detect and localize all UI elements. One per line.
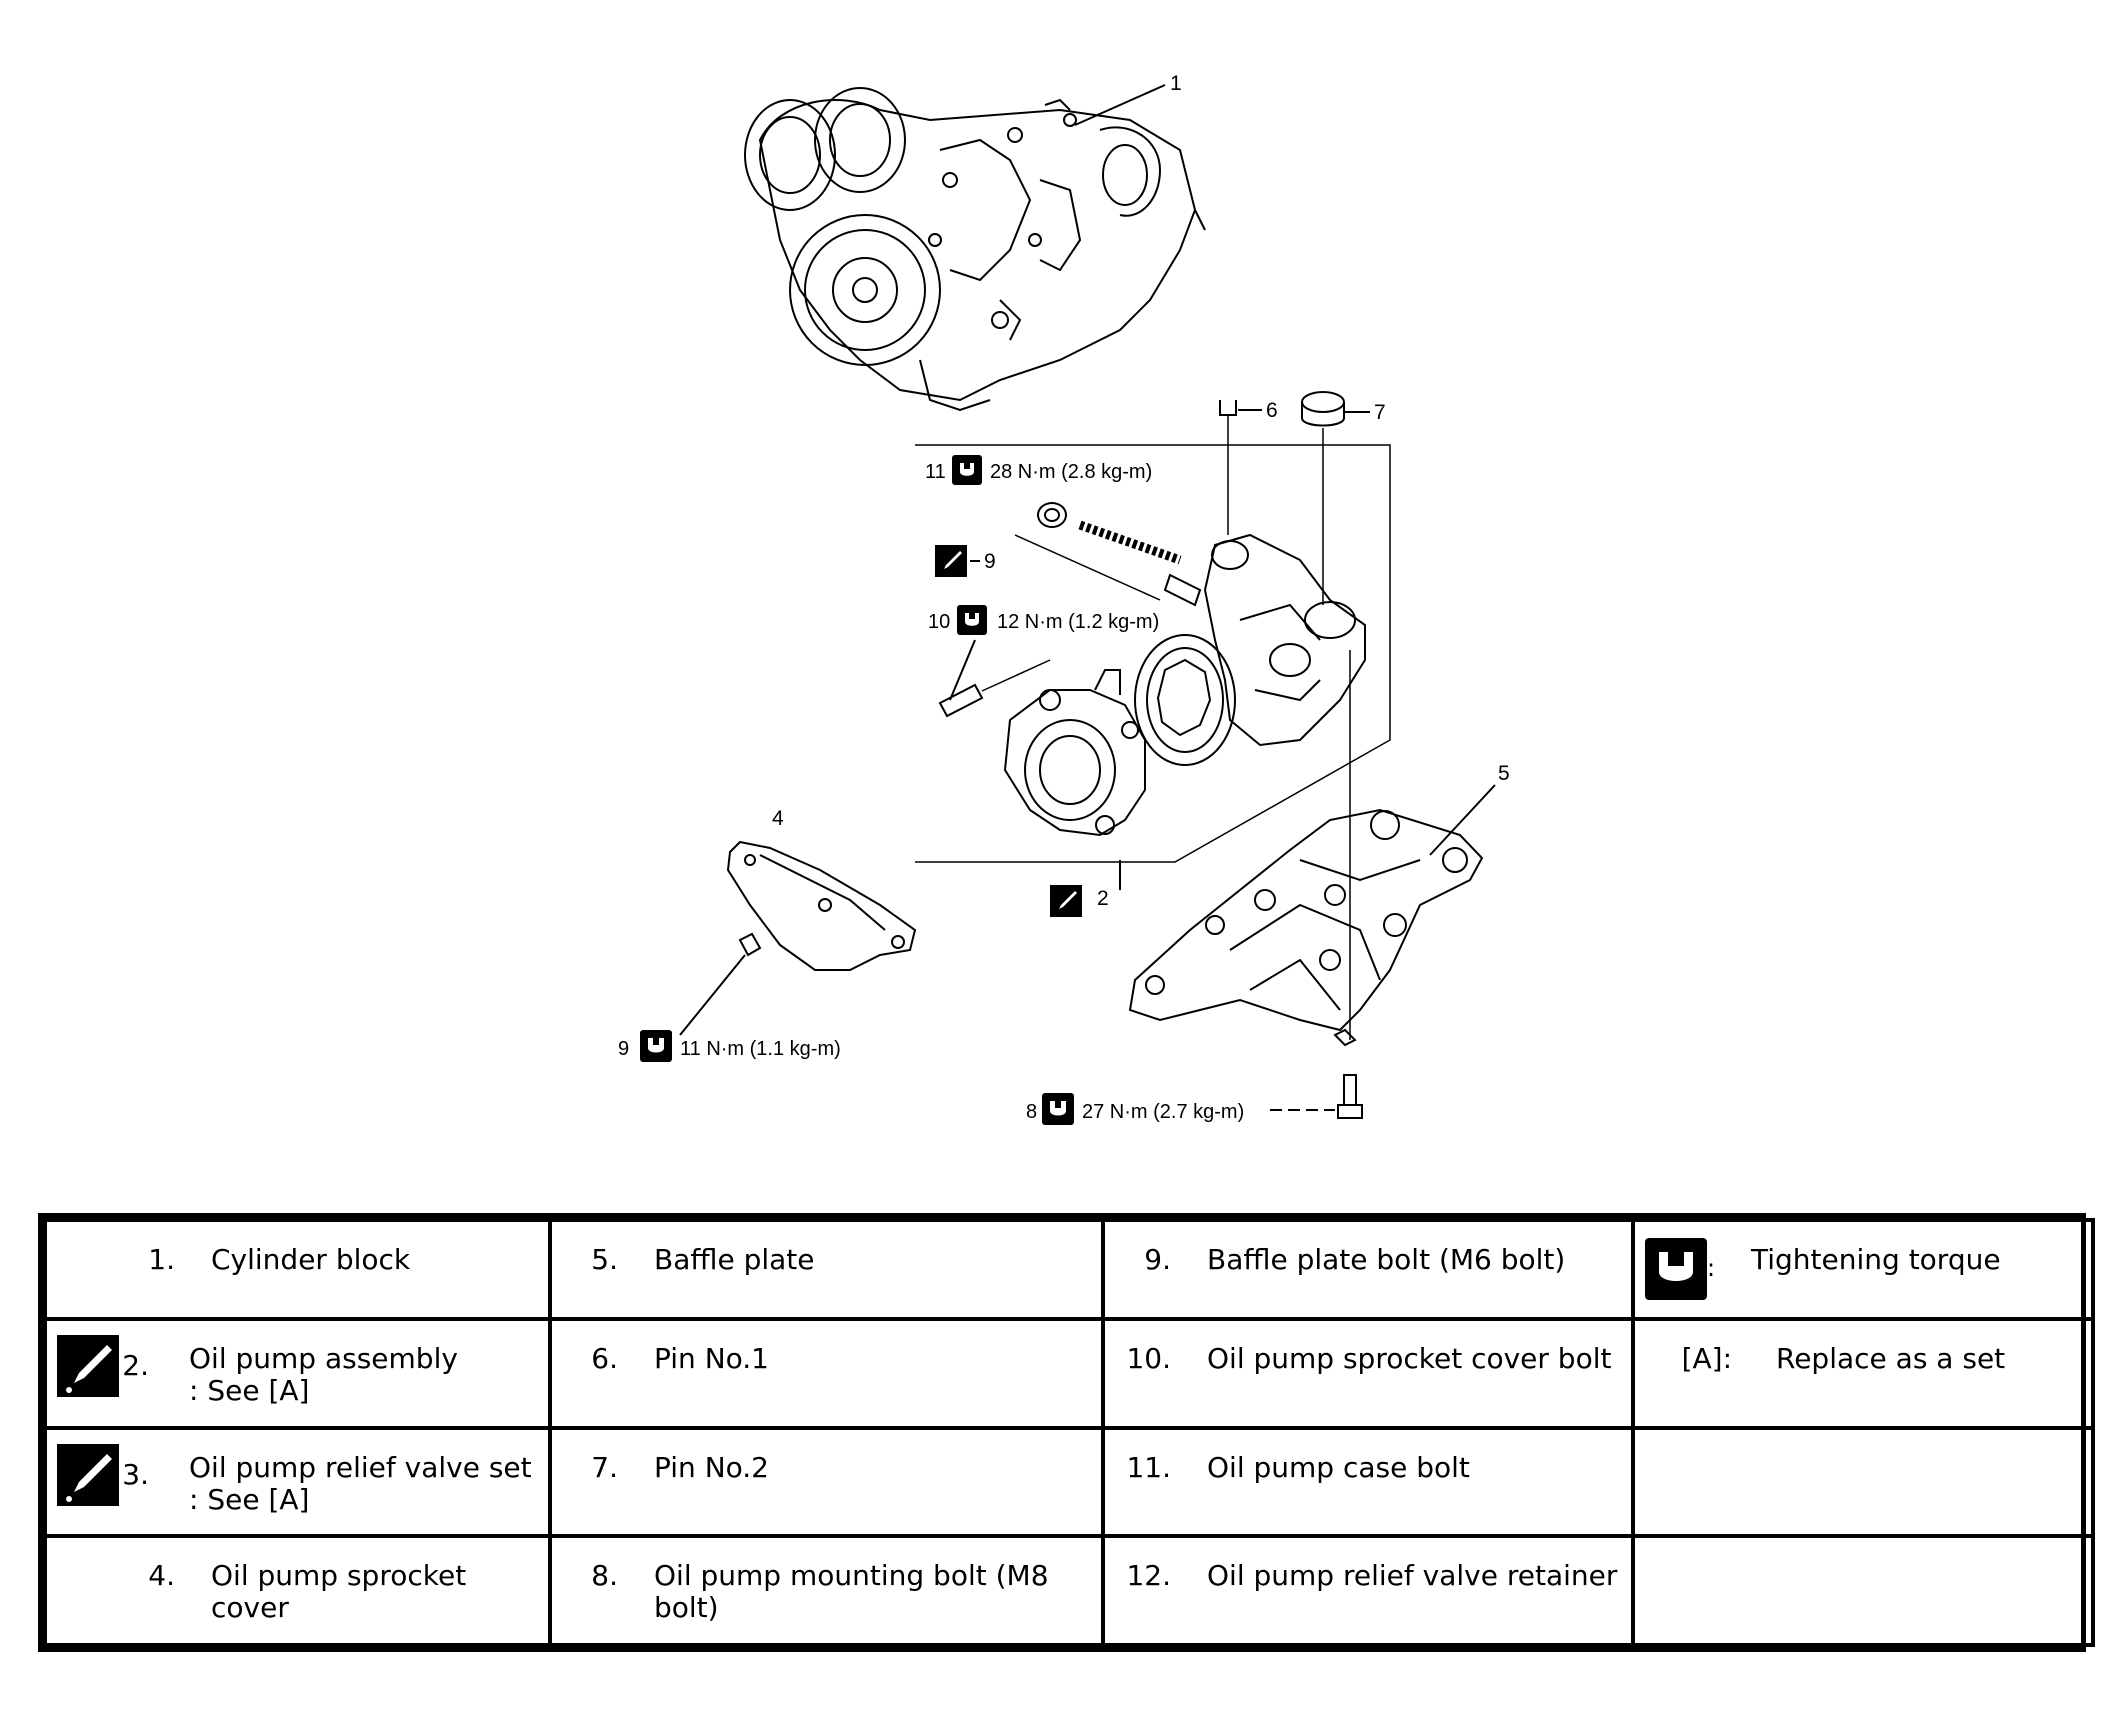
exploded-diagram: 1 6 7 [618, 72, 1510, 1125]
legend-label: Oil pump assembly [189, 1342, 458, 1375]
legend-number: 3. [122, 1457, 149, 1491]
pin-no2-drawing [1301, 391, 1345, 605]
mounting-bolt-drawing [1337, 650, 1363, 1119]
relief-valve-parts-drawing [1037, 502, 1202, 607]
legend-number: 6. [591, 1342, 618, 1375]
legend-cell: [A]: Replace as a set [1631, 1317, 2095, 1430]
legend-label: Oil pump case bolt [1207, 1450, 1470, 1484]
legend-label: Oil pump sprocket cover bolt [1207, 1342, 1612, 1375]
legend-sublabel: : See [A] [189, 1374, 310, 1407]
legend-number: 4. [148, 1559, 175, 1593]
oil-pump-rotor-drawing [1134, 634, 1236, 766]
replace-part-pen-icon [57, 1443, 119, 1506]
legend-row: 2. Oil pump assembly : See [A] 6. Pin No… [43, 1317, 2095, 1430]
torque-callout-9-number: 9 [618, 1038, 629, 1060]
legend-cell: 7. Pin No.2 [548, 1425, 1105, 1539]
torque-icon-11 [952, 455, 982, 485]
legend-cell: 10. Oil pump sprocket cover bolt [1101, 1317, 1635, 1430]
callout-line-5 [1429, 784, 1496, 856]
legend-label: Oil pump relief valve set [189, 1450, 532, 1484]
torque-value-8: 27 N·m (2.7 kg-m) [1082, 1101, 1244, 1123]
legend-label: Oil pump mounting bolt (M8 bolt) [654, 1559, 1049, 1625]
legend-table: 1. Cylinder block 5. Baffle plate 9. Baf… [38, 1213, 2095, 1652]
legend-number: 5. [591, 1243, 618, 1276]
torque-callout-8-number: 8 [1026, 1101, 1037, 1123]
relief-valve-axis-line [1014, 534, 1161, 601]
torque-value-11: 28 N·m (2.8 kg-m) [990, 461, 1152, 483]
callout-line-1 [1074, 84, 1166, 126]
torque-callout-11-number: 11 [925, 461, 946, 483]
baffle-plate-drawing [1128, 808, 1484, 1047]
tightening-torque-wrench-icon [1645, 1238, 1707, 1300]
oil-pump-case-drawing [1203, 533, 1366, 747]
legend-label: Oil pump sprocket cover [211, 1559, 467, 1625]
torque-icon-8 [1042, 1093, 1074, 1125]
torque-icon-9 [640, 1030, 672, 1062]
oil-pump-sprocket-cover-drawing [726, 840, 917, 971]
legend-label: Tightening torque [1751, 1243, 2001, 1276]
oil-pump-body-drawing [1003, 669, 1146, 837]
legend-cell: 12. Oil pump relief valve retainer [1101, 1534, 1635, 1647]
replace-part-pen-icon [57, 1335, 119, 1397]
callout-7: 7 [1374, 401, 1386, 424]
legend-cell: 6. Pin No.1 [548, 1317, 1105, 1430]
oil-pump-assembly-frame [915, 444, 1391, 863]
replace-icon-2 [1050, 885, 1082, 917]
legend-number: 2. [122, 1349, 149, 1382]
legend-number: 8. [591, 1559, 618, 1593]
replace-icon-3 [935, 545, 967, 577]
legend-cell: 1. Cylinder block [43, 1218, 552, 1321]
torque-value-10: 12 N·m (1.2 kg-m) [997, 611, 1159, 633]
legend-row: 4. Oil pump sprocket cover 8. Oil pump m… [43, 1534, 2095, 1647]
sprocket-cover-bolt-drawing [938, 659, 1051, 718]
legend-cell: 11. Oil pump case bolt [1101, 1425, 1635, 1539]
legend-key: [A]: [1681, 1342, 1732, 1375]
legend-label: Pin No.1 [654, 1342, 769, 1375]
cylinder-block-drawing [744, 87, 1206, 412]
legend-label: Baffle plate bolt (M6 bolt) [1207, 1243, 1566, 1276]
torque-callout-10-number: 10 [928, 611, 950, 633]
legend-number: 11. [1126, 1450, 1171, 1484]
callout-4: 4 [772, 807, 784, 830]
legend-label: Cylinder block [211, 1243, 411, 1276]
legend-cell: 9. Baffle plate bolt (M6 bolt) [1101, 1218, 1635, 1321]
legend-cell: 5. Baffle plate [548, 1218, 1105, 1321]
legend-number: 1. [148, 1243, 175, 1276]
legend-row: 3. Oil pump relief valve set : See [A] 7… [43, 1425, 2095, 1539]
legend-cell: : Tightening torque [1631, 1218, 2095, 1321]
callout-2: 2 [1097, 887, 1109, 910]
torque-icon-10 [957, 605, 987, 635]
legend-number: 12. [1126, 1559, 1171, 1593]
callout-9: 9 [984, 550, 996, 573]
callout-line-9 [679, 954, 746, 1036]
legend-cell: 3. Oil pump relief valve set : See [A] [43, 1425, 552, 1539]
legend-cell-empty [1631, 1534, 2095, 1647]
legend-label: Baffle plate [654, 1243, 815, 1276]
pin-no1-drawing [1219, 400, 1237, 535]
legend-number: 9. [1144, 1243, 1171, 1276]
legend-row: 1. Cylinder block 5. Baffle plate 9. Baf… [43, 1218, 2095, 1321]
torque-value-9: 11 N·m (1.1 kg-m) [680, 1038, 841, 1060]
callout-1: 1 [1170, 72, 1182, 95]
legend-cell-empty [1631, 1425, 2095, 1539]
callout-6: 6 [1266, 399, 1278, 422]
legend-label: Replace as a set [1776, 1342, 2006, 1375]
legend-label: Oil pump relief valve retainer [1207, 1559, 1618, 1593]
legend-cell: 2. Oil pump assembly : See [A] [43, 1317, 552, 1430]
legend-colon: : [1707, 1254, 1716, 1282]
callout-5: 5 [1498, 762, 1510, 785]
legend-cell: 4. Oil pump sprocket cover [43, 1534, 552, 1647]
callout-line-10 [949, 639, 976, 701]
legend-cell: 8. Oil pump mounting bolt (M8 bolt) [548, 1534, 1105, 1647]
legend-number: 10. [1126, 1342, 1171, 1375]
legend-sublabel: : See [A] [189, 1482, 310, 1516]
legend-label: Pin No.2 [654, 1450, 769, 1484]
legend-number: 7. [591, 1450, 618, 1484]
